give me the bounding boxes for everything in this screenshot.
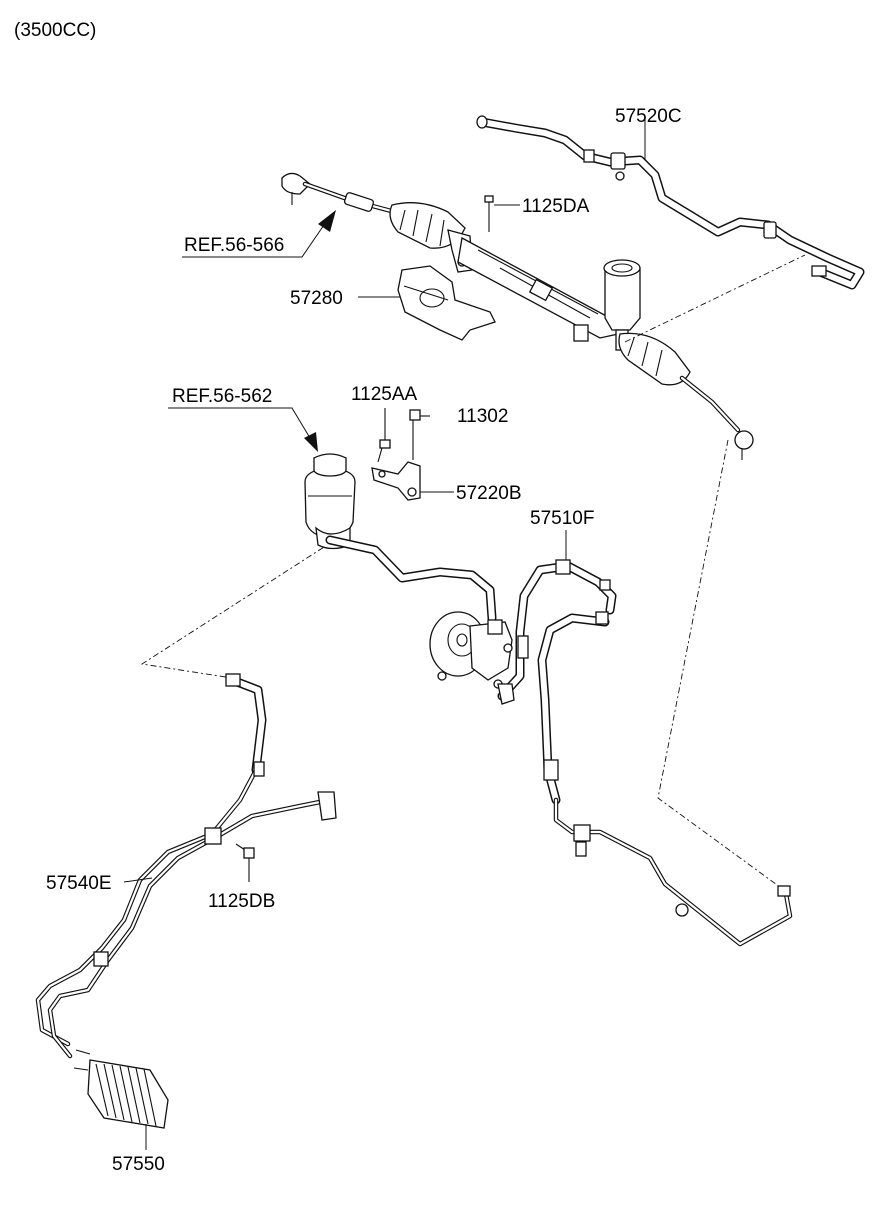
return-hose-57520C — [476, 115, 865, 290]
bolt-11302 — [409, 409, 430, 460]
pressure-hose-57510F — [497, 559, 793, 947]
leader-ref-56-566 — [182, 221, 327, 258]
label-57220B: 57220B — [456, 483, 522, 504]
label-57550: 57550 — [112, 1154, 165, 1175]
label-57540E: 57540E — [46, 873, 112, 894]
heat-protector-57280 — [397, 265, 496, 341]
bolt-1125AA — [377, 408, 391, 463]
label-1125AA: 1125AA — [351, 384, 418, 405]
power-steering-pump — [429, 611, 513, 689]
connection-line-rack-return — [624, 254, 806, 343]
leader-ref-56-562 — [168, 407, 311, 439]
cooler-fins — [95, 1063, 157, 1127]
cooler-tubes-57540E — [35, 673, 337, 1059]
label-57510F: 57510F — [530, 508, 594, 529]
connection-line-reservoir-cooler — [140, 539, 336, 679]
bracket-57220B — [371, 461, 421, 501]
engine-caption: (3500CC) — [14, 20, 96, 41]
connection-line-rack-pressure — [657, 439, 785, 891]
leader-57540E — [123, 877, 153, 883]
suction-hose — [325, 535, 497, 623]
label-11302: 11302 — [457, 406, 508, 427]
arrow-ref-56-566 — [318, 210, 336, 232]
label-ref-56-566: REF.56-566 — [184, 235, 284, 256]
label-57280: 57280 — [290, 288, 343, 309]
arrow-ref-56-562 — [304, 432, 318, 452]
oil-cooler-57550 — [73, 1049, 169, 1129]
steering-gear-rack — [281, 172, 754, 460]
label-57520C: 57520C — [615, 106, 682, 127]
label-1125DB: 1125DB — [208, 891, 275, 912]
label-ref-56-562: REF.56-562 — [172, 386, 272, 407]
bolt-1125DA — [484, 195, 494, 232]
label-1125DA: 1125DA — [522, 196, 590, 217]
reservoir — [304, 453, 356, 550]
bolt-1125DB — [235, 843, 255, 882]
